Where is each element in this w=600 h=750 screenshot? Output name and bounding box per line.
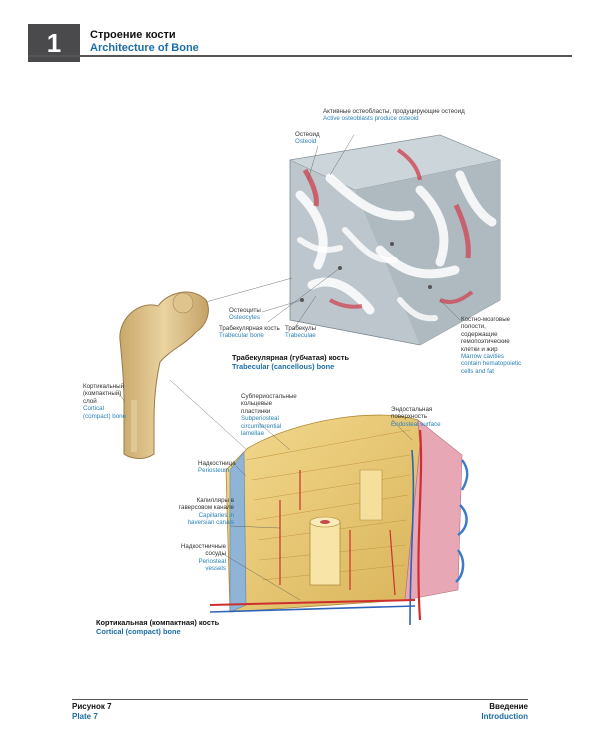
cortical-block [209,414,469,626]
chapter-title-en: Architecture of Bone [90,42,199,54]
label-marrow-cavities: Костно-мозговые полости, содержащие гемо… [461,316,522,375]
header-rule [28,55,572,57]
femur-bone [119,291,209,459]
trabecular-block [289,134,501,346]
footer-rule [72,699,528,700]
chapter-title-ru: Строение кости [90,29,176,41]
label-active-osteoblasts: Активные остеобласты, продуцирующие осте… [323,108,465,123]
leader-lines [117,134,461,601]
